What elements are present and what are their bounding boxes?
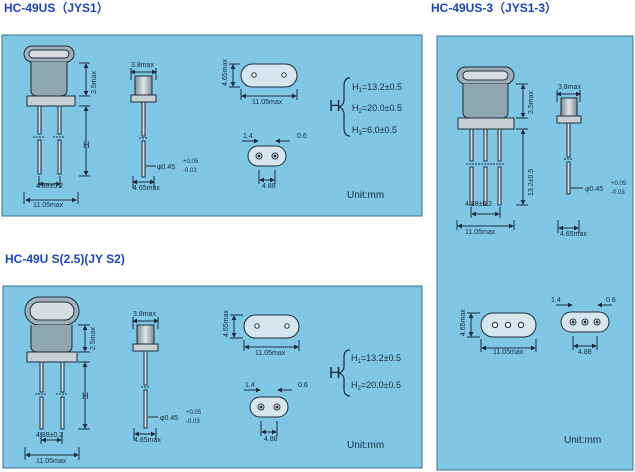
pin-pitch-label: 4.88±0.2: [36, 183, 63, 190]
top-view: [467, 312, 537, 352]
side-view: [132, 317, 159, 440]
tol-minus-label: -0.03: [186, 419, 200, 425]
body-height-label: H: [82, 391, 89, 401]
top-width-label: 11.05max: [493, 349, 524, 356]
top-width-label: 11.05max: [252, 99, 283, 106]
side-width-top-label: 3.8max: [131, 62, 154, 69]
top-view: [229, 63, 298, 100]
pad-b-label: 0.6: [297, 133, 307, 140]
top-width-label: 11.05max: [255, 350, 286, 357]
panel-hc49us: 4.88±0.2 11.05max 3.5max H 3.8max 4.65ma…: [1, 34, 423, 217]
unit-label: Unit:mm: [564, 435, 601, 446]
body-width-label: 11.05max: [33, 202, 64, 209]
top-view: [230, 314, 300, 351]
unit-label: Unit:mm: [347, 190, 384, 201]
footprint-view: [242, 138, 290, 184]
pin-diameter-label: φ0.45: [585, 186, 603, 193]
tol-plus-label: +0.05: [186, 410, 202, 416]
side-width-top-label: 3.8max: [133, 311, 156, 318]
tol-plus-label: +0.05: [611, 181, 627, 187]
pin-pitch-label: 4.88±0.2: [465, 201, 492, 208]
side-width-label: 4.65max: [133, 185, 160, 192]
body-height-label: H: [83, 140, 90, 150]
h-table-symbol: H: [329, 365, 341, 382]
h-table-brace: [337, 77, 351, 137]
pin-diameter-label: φ0.45: [160, 415, 178, 422]
front-view: [23, 45, 90, 204]
title-hc49us25: HC-49U S(2.5)(JY S2): [5, 252, 125, 266]
top-depth-label: 4.65max: [460, 309, 467, 336]
svg-text:H1=13.2±0.5: H1=13.2±0.5: [352, 82, 402, 94]
svg-text:H2=20.0±0.5: H2=20.0±0.5: [351, 380, 401, 392]
h-row-1: H1=13.2±0.5: [351, 353, 401, 365]
title-hc49us: HC-49US（JYS1）: [4, 1, 109, 15]
top-height-label: 2.5max: [90, 327, 97, 350]
pin-pitch-label: 4.88±0.2: [36, 432, 63, 439]
side-view: [130, 68, 157, 188]
body-width-label: 11.05max: [36, 458, 67, 465]
h-row-1: H1=13.2±0.5: [352, 82, 402, 94]
h-table-brace: [337, 349, 351, 397]
title-hc49us3: HC-49US-3（JYS1-3）: [431, 1, 558, 15]
pad-a-label: 1.4: [551, 297, 561, 304]
h-row-2: H2=20.0±0.5: [352, 103, 402, 115]
pad-b-label: 0.6: [606, 297, 616, 304]
side-width-top-label: 3.8max: [558, 84, 581, 91]
pad-pitch-label: 4.88: [262, 183, 276, 190]
top-height-label: 3.5max: [91, 71, 98, 94]
pad-a-label: 1.4: [243, 133, 253, 140]
top-depth-label: 4.65max: [222, 59, 229, 86]
top-height-label: 3.5max: [528, 91, 535, 114]
tol-plus-label: +0.05: [183, 159, 199, 165]
body-width-label: 11.05max: [465, 229, 496, 236]
h-row-2: H2=20.0±0.5: [351, 380, 401, 392]
footprint-view: [556, 302, 612, 350]
panel-hc49us3: 4.88±0.2 11.05max 3.5max 13.2±0.5 3.8max…: [436, 35, 634, 471]
side-view: [556, 90, 583, 233]
unit-label: Unit:mm: [347, 440, 384, 451]
top-depth-label: 4.65max: [223, 310, 230, 337]
svg-text:H3=6.0±0.5: H3=6.0±0.5: [352, 125, 397, 137]
tol-minus-label: -0.03: [183, 168, 197, 174]
pad-a-label: 1.4: [245, 382, 255, 389]
side-width-label: 4.65max: [134, 437, 161, 444]
svg-text:H1=13.2±0.5: H1=13.2±0.5: [351, 353, 401, 365]
h-row-3: H3=6.0±0.5: [352, 125, 397, 137]
front-view: [24, 296, 90, 460]
front-view: [456, 66, 528, 230]
tol-minus-label: -0.03: [611, 190, 625, 196]
pad-b-label: 0.6: [298, 382, 308, 389]
h-table-symbol: H: [329, 98, 341, 115]
pad-pitch-label: 4.88: [264, 436, 278, 443]
side-width-label: 4.65max: [560, 231, 587, 238]
pin-diameter-label: φ0.45: [157, 164, 175, 171]
pad-pitch-label: 4.88: [578, 349, 592, 356]
svg-text:H2=20.0±0.5: H2=20.0±0.5: [352, 103, 402, 115]
body-height-label: 13.2±0.5: [528, 169, 535, 196]
footprint-view: [244, 387, 292, 436]
panel-hc49us25: 4.88±0.2 11.05max 2.5max H 3.8max 4.65ma…: [2, 285, 423, 469]
